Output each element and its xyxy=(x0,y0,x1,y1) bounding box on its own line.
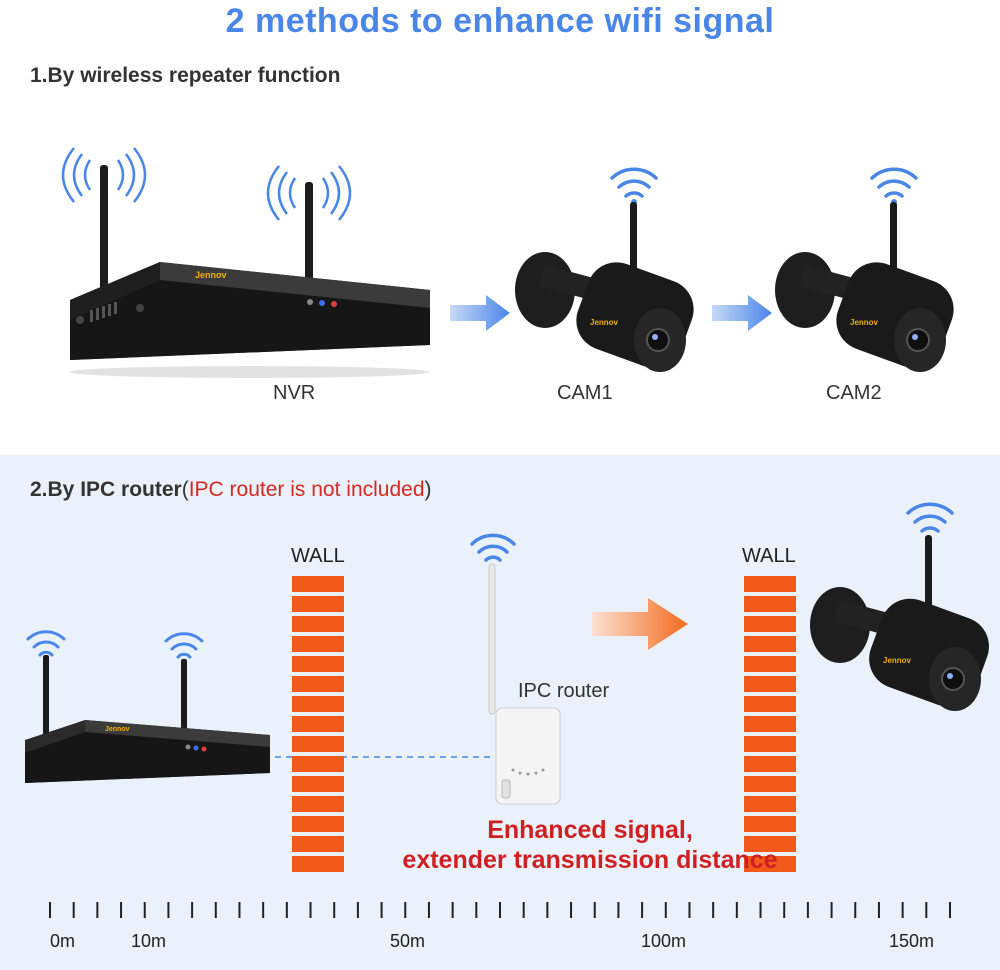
camera-1: Jennov xyxy=(515,167,694,372)
enhanced-line-1: Enhanced signal, xyxy=(487,816,693,844)
wifi-icon xyxy=(906,502,954,533)
wall-label-right: WALL xyxy=(742,545,796,567)
paren-close: ) xyxy=(424,478,432,501)
ruler-label-10: 10m xyxy=(131,931,167,951)
nvr-device-small: Jennov xyxy=(25,630,270,783)
ruler-label-50: 50m xyxy=(390,931,426,951)
page-title: 2 methods to enhance wifi signal xyxy=(225,2,775,40)
brand-logo: Jennov xyxy=(195,270,227,280)
camera-2: Jennov xyxy=(775,167,954,372)
ipc-router-label: IPC router xyxy=(518,680,610,702)
nvr-device: Jennov xyxy=(61,147,430,378)
label-cam2: CAM2 xyxy=(826,382,882,404)
wall-label-left: WALL xyxy=(291,545,345,567)
ruler-label-0: 0m xyxy=(50,931,76,951)
wifi-icon xyxy=(870,167,918,198)
arrow-right-icon xyxy=(712,295,772,331)
arrow-right-icon xyxy=(450,295,510,331)
brand-logo: Jennov xyxy=(590,318,619,327)
section2-heading: 2.By IPC router(IPC router is not includ… xyxy=(30,478,432,502)
brand-logo: Jennov xyxy=(850,318,879,327)
label-cam1: CAM1 xyxy=(557,382,613,404)
section2-heading-main: 2.By IPC router xyxy=(30,478,182,501)
signal-icon xyxy=(61,147,147,203)
enhanced-signal-caption: Enhanced signal, extender transmission d… xyxy=(330,815,850,875)
arrow-right-icon xyxy=(592,598,688,650)
camera-remote: Jennov xyxy=(810,502,989,711)
enhanced-line-2: extender transmission distance xyxy=(402,846,778,874)
label-nvr: NVR xyxy=(273,382,316,404)
wifi-icon xyxy=(470,533,516,562)
section1-heading: 1.By wireless repeater function xyxy=(30,64,341,87)
distance-ruler xyxy=(49,902,951,918)
wifi-icon xyxy=(26,630,204,659)
brand-logo: Jennov xyxy=(883,656,912,665)
ruler-label-150: 150m xyxy=(889,931,935,951)
paren-open: ( xyxy=(181,478,189,501)
ipc-router-device xyxy=(470,533,561,805)
not-included-note: IPC router is not included xyxy=(188,478,425,501)
wall-right xyxy=(744,576,796,876)
wifi-icon xyxy=(610,167,658,198)
wall-left xyxy=(292,576,344,876)
ruler-label-100: 100m xyxy=(641,931,687,951)
brand-logo: Jennov xyxy=(105,726,130,733)
